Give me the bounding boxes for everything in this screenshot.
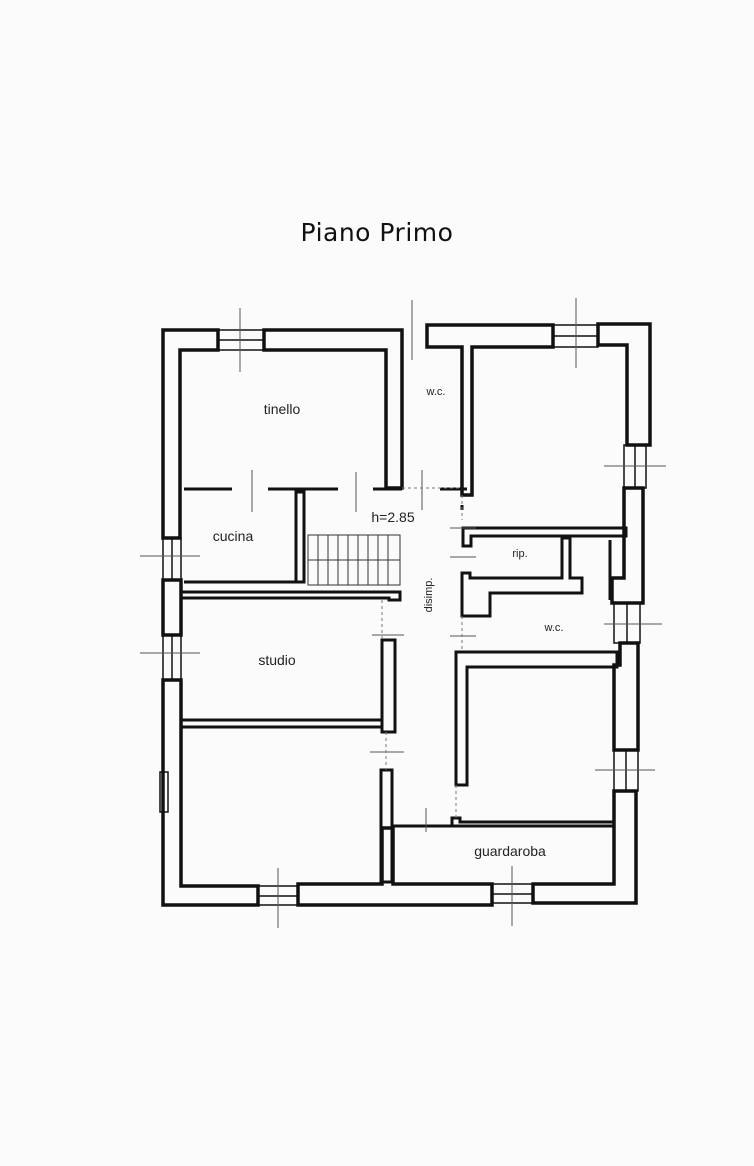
wall-lower-room-right [379, 768, 394, 884]
wall-top-right [596, 322, 652, 447]
room-label-wc-top: w.c. [426, 386, 446, 398]
room-label-guardaroba: guardaroba [474, 843, 546, 859]
room-label-tinello: tinello [264, 401, 301, 417]
room-label-wc-right: w.c. [544, 622, 564, 634]
guide-lines [140, 298, 666, 928]
wall-guardaroba-top [392, 816, 616, 828]
interior-walls [179, 487, 628, 884]
window-lower-left [159, 771, 169, 813]
room-label-disimp: disimp. [423, 578, 435, 613]
wall-bottom-center [296, 826, 494, 907]
room-label-studio: studio [258, 652, 296, 668]
labels: tinello cucina studio w.c. w.c. rip. h=2… [213, 386, 564, 859]
exterior-walls [161, 322, 652, 907]
wall-right-middle [610, 486, 645, 605]
wall-lower-right-room [454, 650, 619, 787]
wall-stair-bottom [179, 590, 402, 602]
wall-top-left [161, 328, 220, 540]
wall-left-middle [161, 578, 183, 637]
wall-top-center [425, 323, 555, 497]
wall-rip-block [460, 536, 584, 618]
height-note: h=2.85 [371, 509, 414, 525]
wall-bottom-left [161, 678, 260, 907]
plan-title: Piano Primo [300, 218, 454, 247]
wall-studio-bottom [179, 718, 384, 729]
wall-rip-top [461, 526, 628, 548]
stairs [307, 534, 401, 586]
wall-right-bottom [531, 789, 638, 905]
room-label-cucina: cucina [213, 528, 254, 544]
dashed-openings [381, 487, 463, 818]
room-label-rip: rip. [512, 548, 527, 560]
wall-studio-right [380, 638, 397, 734]
wall-cucina-right [294, 490, 306, 584]
